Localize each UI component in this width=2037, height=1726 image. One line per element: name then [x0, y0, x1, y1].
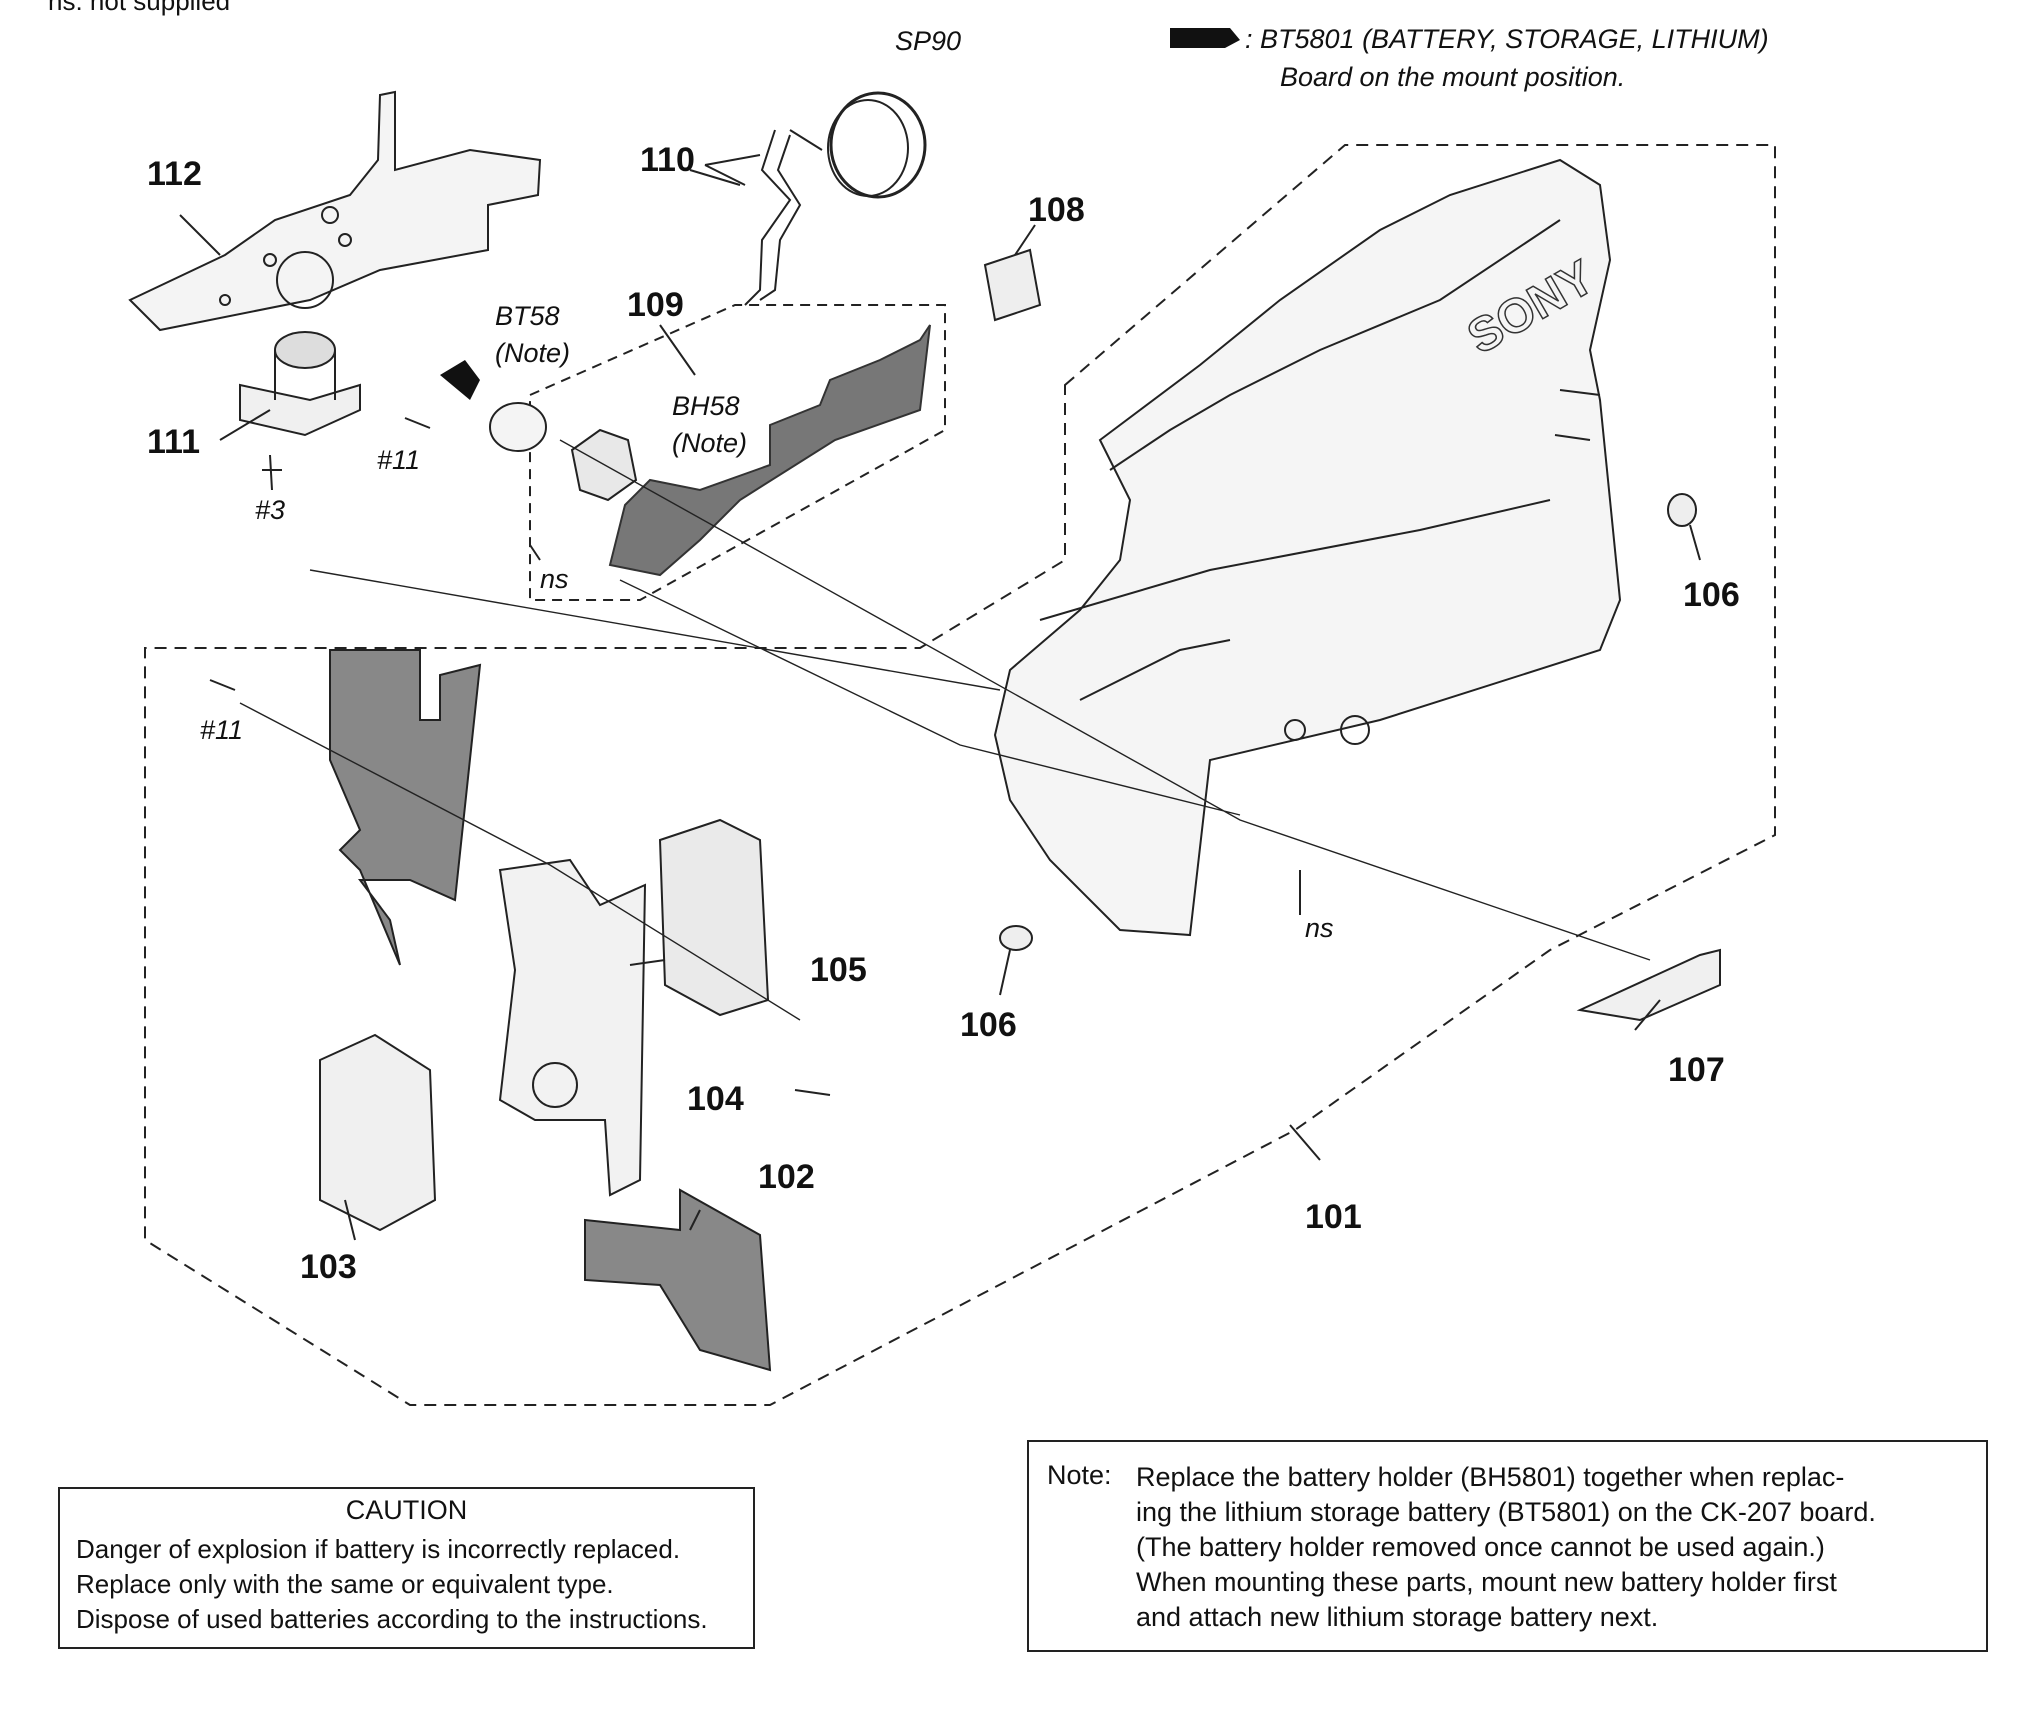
part-label-106-right: 106 [1683, 576, 1740, 614]
part-label-112: 112 [147, 155, 202, 193]
cabinet-101: SONY [993, 158, 1622, 937]
part-label-101: 101 [1305, 1198, 1362, 1236]
pointer-hand-icon-small [440, 360, 480, 400]
part-label-106-left: 106 [960, 1006, 1017, 1044]
label-screw-11-top: #11 [377, 445, 421, 475]
label-ns-cabinet: ns [1305, 913, 1334, 943]
part-label-103: 103 [300, 1248, 357, 1286]
not-supplied-legend: ns: not supplied [48, 0, 231, 16]
label-bh58-note: (Note) [672, 428, 748, 458]
caution-title: CAUTION [345, 1495, 468, 1525]
board-group-outline [529, 304, 946, 601]
label-bh58: BH58 [672, 391, 740, 421]
label-bt58-note: (Note) [495, 338, 571, 368]
board-109 [608, 324, 931, 577]
bt-legend-line2: Board on the mount position. [1280, 62, 1626, 92]
note-line: Replace the battery holder (BH5801) toge… [1136, 1462, 1845, 1492]
bracket-105 [658, 818, 770, 1017]
part-label-102: 102 [758, 1158, 815, 1196]
motor-111 [239, 331, 361, 491]
speaker-sp90 [827, 91, 927, 199]
part-label-109: 109 [627, 286, 684, 324]
flex-102 [329, 649, 482, 966]
part-label-107: 107 [1668, 1051, 1725, 1089]
button-106-right [1667, 493, 1697, 527]
note-line: (The battery holder removed once cannot … [1136, 1532, 1825, 1562]
label-screw-3: #3 [255, 495, 286, 525]
label-screw-11-left: #11 [200, 715, 244, 745]
part-label-104: 104 [687, 1080, 744, 1118]
part-label-105: 105 [810, 951, 867, 989]
part-label-111: 111 [147, 423, 200, 461]
caution-line: Dispose of used batteries according to t… [76, 1604, 708, 1634]
part-label-110: 110 [640, 141, 695, 179]
label-ns-board: ns [540, 564, 569, 594]
clip-108 [983, 248, 1042, 322]
wire-110 [744, 129, 802, 306]
bracket-103 [319, 1033, 437, 1232]
battery-bt58 [489, 402, 547, 452]
bracket-plate-112 [128, 90, 542, 332]
note-label: Note: [1047, 1460, 1112, 1490]
note-body: Replace the battery holder (BH5801) toge… [1136, 1460, 1974, 1635]
label-sp90: SP90 [895, 26, 962, 56]
label-bt58: BT58 [495, 301, 560, 331]
cover-107 [1576, 948, 1721, 1022]
bt-legend-line1: : BT5801 (BATTERY, STORAGE, LITHIUM) [1245, 24, 1769, 54]
note-line: ing the lithium storage battery (BT5801)… [1136, 1497, 1876, 1527]
note-box: Note: Replace the battery holder (BH5801… [1027, 1440, 1988, 1652]
note-line: When mounting these parts, mount new bat… [1136, 1567, 1837, 1597]
pointer-hand-icon [1170, 28, 1240, 48]
part-label-108: 108 [1028, 191, 1085, 229]
flex-102-lower [584, 1188, 772, 1372]
caution-box: CAUTION Danger of explosion if battery i… [58, 1487, 755, 1649]
caution-line: Danger of explosion if battery is incorr… [76, 1534, 681, 1564]
caution-line: Replace only with the same or equivalent… [76, 1569, 614, 1599]
button-106-left [999, 925, 1033, 951]
note-line: and attach new lithium storage battery n… [1136, 1602, 1659, 1632]
cabinet-group-outline [144, 144, 1776, 1406]
